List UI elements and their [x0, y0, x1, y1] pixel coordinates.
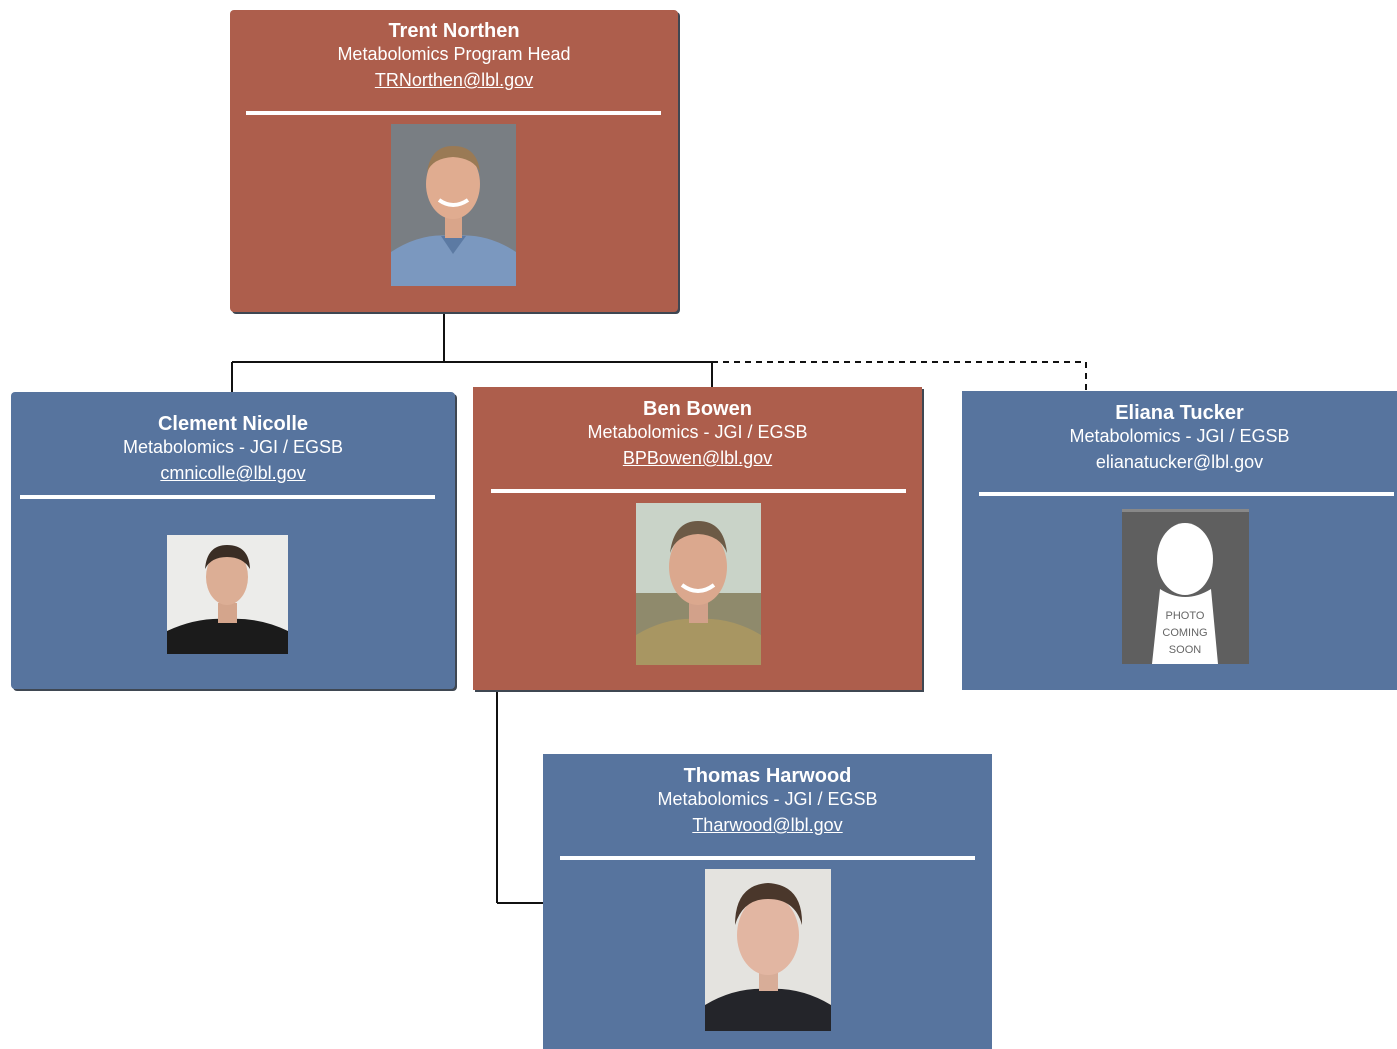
person-name: Clement Nicolle	[157, 413, 309, 435]
avatar-placeholder-icon: PHOTO COMING SOON	[1122, 509, 1249, 664]
placeholder-text-line-1: PHOTO	[1166, 610, 1205, 622]
person-role: Metabolomics Program Head	[337, 44, 571, 64]
person-name: Thomas Harwood	[683, 765, 852, 787]
person-card-thomas-harwood: Thomas Harwood Metabolomics - JGI / EGSB…	[543, 754, 992, 1049]
person-card-eliana-tucker: Eliana Tucker Metabolomics - JGI / EGSB …	[962, 391, 1397, 690]
person-email-link[interactable]: Tharwood@lbl.gov	[692, 815, 843, 835]
person-email-link[interactable]: cmnicolle@lbl.gov	[160, 463, 306, 483]
person-card-trent-northen: Trent Northen Metabolomics Program Head …	[230, 10, 678, 312]
person-role: Metabolomics - JGI / EGSB	[587, 422, 808, 442]
person-name: Ben Bowen	[643, 398, 752, 420]
placeholder-text-line-3: SOON	[1169, 644, 1201, 656]
person-card-ben-bowen: Ben Bowen Metabolomics - JGI / EGSB BPBo…	[473, 387, 922, 690]
person-photo	[167, 535, 288, 654]
card-divider	[560, 856, 975, 860]
person-name: Trent Northen	[388, 20, 520, 42]
card-divider	[491, 489, 906, 493]
card-divider	[20, 495, 435, 499]
person-card-clement-nicolle: Clement Nicolle Metabolomics - JGI / EGS…	[11, 392, 455, 689]
photo-placeholder: PHOTO COMING SOON	[1122, 509, 1249, 664]
person-photo	[391, 124, 516, 286]
person-photo	[705, 869, 831, 1031]
person-role: Metabolomics - JGI / EGSB	[657, 789, 878, 809]
person-name: Eliana Tucker	[1115, 402, 1244, 424]
card-divider	[246, 111, 661, 115]
person-photo	[636, 503, 761, 665]
placeholder-text-line-2: COMING	[1162, 627, 1207, 639]
person-email: elianatucker@lbl.gov	[1095, 452, 1264, 472]
person-role: Metabolomics - JGI / EGSB	[1069, 426, 1290, 446]
card-divider	[979, 492, 1394, 496]
person-role: Metabolomics - JGI / EGSB	[122, 437, 344, 457]
person-email-link[interactable]: TRNorthen@lbl.gov	[374, 70, 534, 90]
person-email-link[interactable]: BPBowen@lbl.gov	[622, 448, 773, 468]
